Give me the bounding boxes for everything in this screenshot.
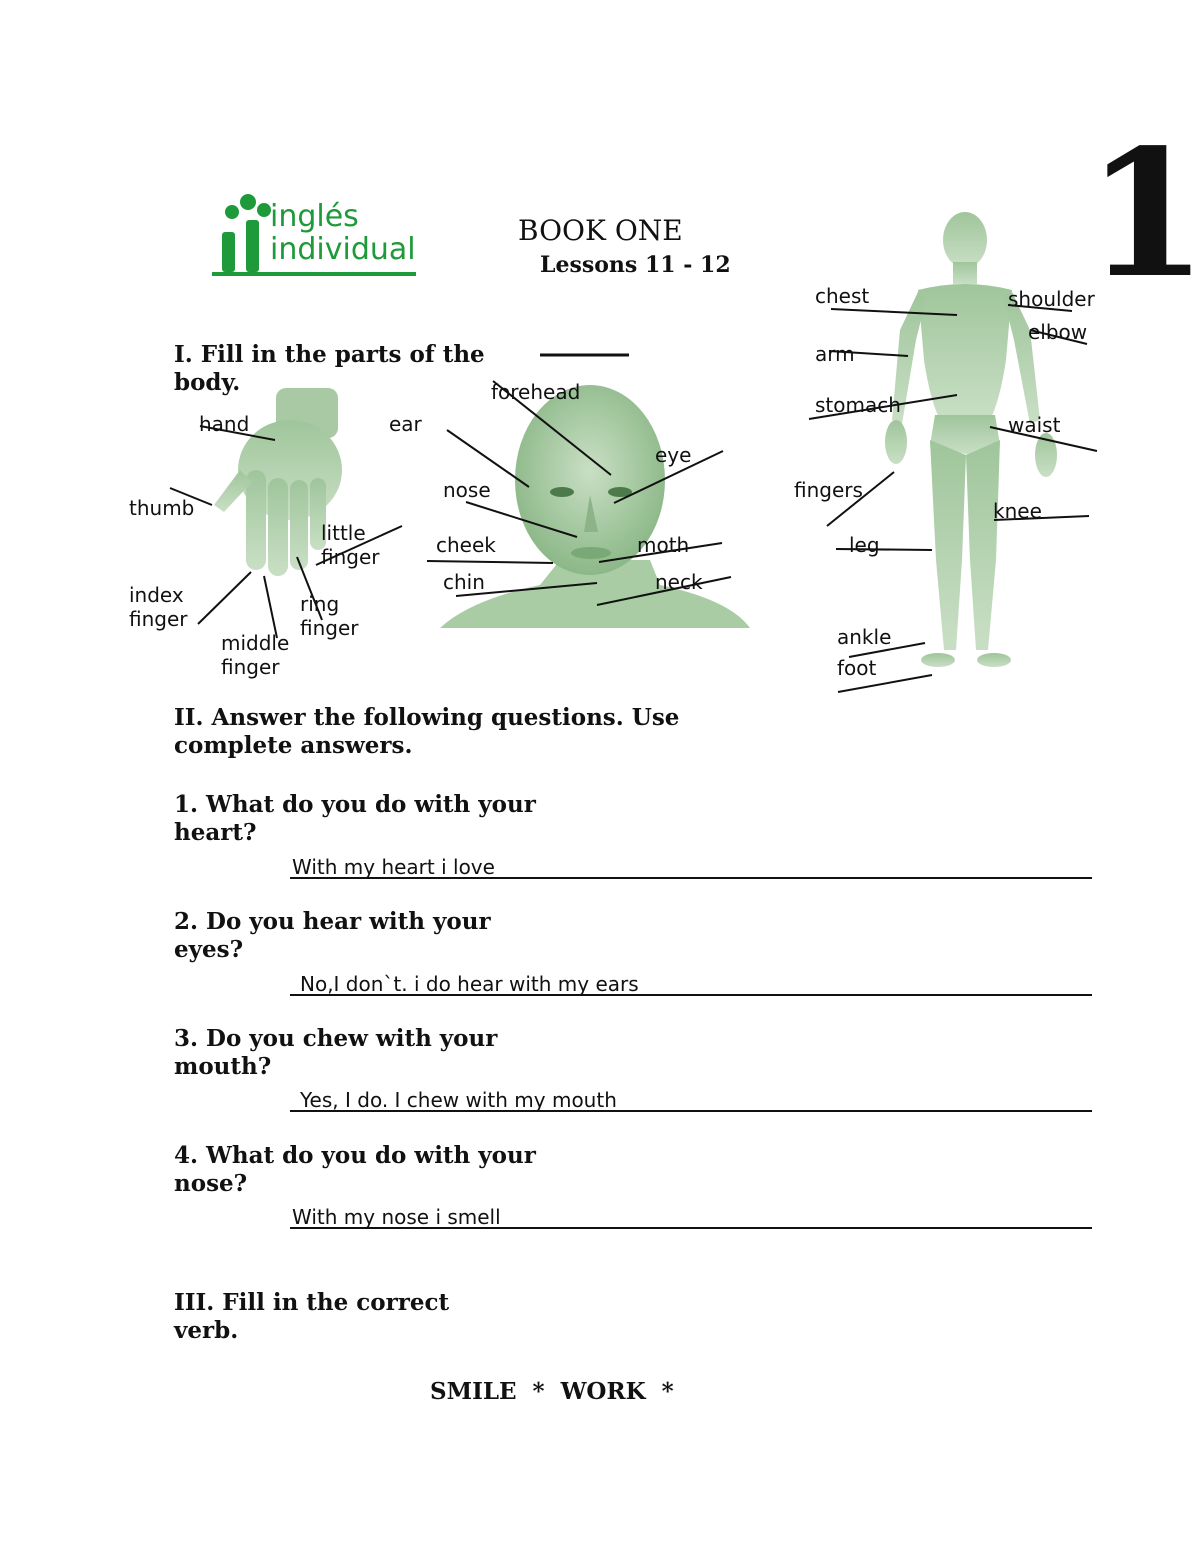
answer-field-3[interactable]: Yes, I do. I chew with my mouth (290, 1084, 1092, 1112)
label-stomach: stomach (815, 393, 901, 417)
label-waist: waist (1008, 413, 1061, 437)
hand-pointer-lines (169, 425, 403, 639)
label-forehead: forehead (491, 380, 581, 404)
label-ear: ear (389, 412, 422, 436)
answer-text-3: Yes, I do. I chew with my mouth (300, 1088, 617, 1112)
label-chin: chin (443, 570, 485, 594)
section1-heading: I. Fill in the parts of the body. (174, 341, 485, 396)
label-ankle: ankle (837, 625, 892, 649)
question-3: 3. Do you chew with your mouth? (174, 1025, 498, 1080)
answer-text-4: With my nose i smell (292, 1205, 501, 1229)
label-ring-finger: ring finger (300, 592, 359, 640)
answer-field-4[interactable]: With my nose i smell (290, 1201, 1092, 1229)
lessons-subtitle: Lessons 11 - 12 (540, 252, 731, 278)
label-knee: knee (993, 499, 1042, 523)
logo-icon (212, 194, 416, 276)
label-hand: hand (199, 412, 250, 436)
brand-line-2: individual (270, 232, 416, 267)
label-nose: nose (443, 478, 491, 502)
section2-heading: II. Answer the following questions. Use … (174, 704, 680, 759)
section3-heading: III. Fill in the correct verb. (174, 1289, 450, 1344)
label-middle-finger: middle finger (221, 631, 290, 679)
label-leg: leg (849, 533, 880, 557)
label-foot: foot (837, 656, 877, 680)
body-illustration (885, 212, 1057, 667)
answer-field-1[interactable]: With my heart i love (290, 851, 1092, 879)
label-shoulder: shoulder (1008, 287, 1095, 311)
book-title: BOOK ONE (518, 214, 683, 247)
body-pointer-lines (808, 304, 1098, 693)
label-fingers: fingers (794, 478, 863, 502)
label-thumb: thumb (129, 496, 195, 520)
head-pointer-lines (426, 380, 732, 606)
answer-field-2[interactable]: No,I don`t. i do hear with my ears (290, 968, 1092, 996)
answer-text-2: No,I don`t. i do hear with my ears (300, 972, 639, 996)
label-index-finger: index finger (129, 583, 188, 631)
question-4: 4. What do you do with your nose? (174, 1142, 536, 1197)
brand-logo: inglés individual (270, 200, 416, 266)
label-elbow: elbow (1028, 320, 1088, 344)
label-eye: eye (655, 443, 692, 467)
verb-list: SMILE * WORK * (430, 1378, 674, 1405)
answer-text-1: With my heart i love (292, 855, 495, 879)
label-arm: arm (815, 342, 855, 366)
label-neck: neck (655, 570, 703, 594)
label-cheek: cheek (436, 533, 496, 557)
hand-illustration (214, 388, 342, 576)
question-2: 2. Do you hear with your eyes? (174, 908, 491, 963)
label-mouth: moth (637, 533, 690, 557)
question-1: 1. What do you do with your heart? (174, 791, 536, 846)
label-chest: chest (815, 284, 870, 308)
label-little-finger: little finger (321, 521, 380, 569)
head-illustration (440, 385, 750, 628)
brand-line-1: inglés (270, 199, 359, 234)
page-number: 1 (1086, 112, 1200, 317)
